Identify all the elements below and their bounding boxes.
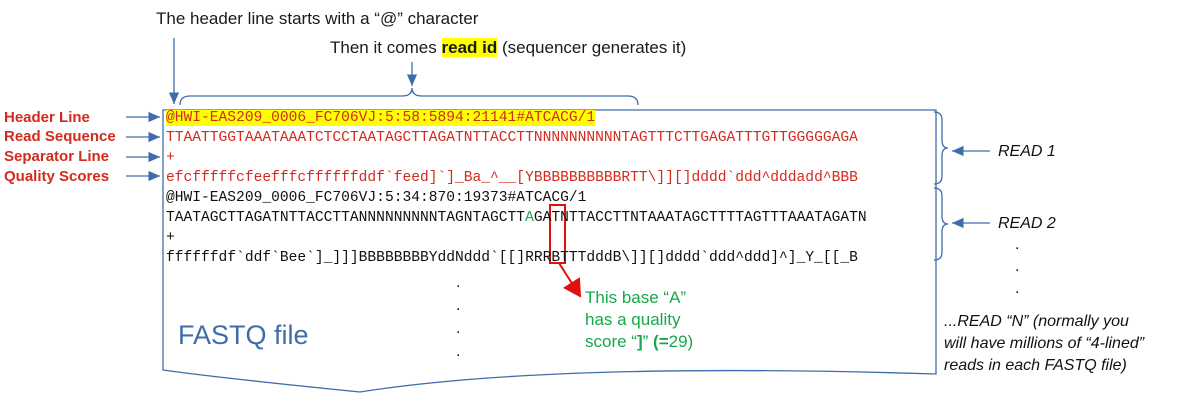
read2-highlight-base: A bbox=[525, 210, 534, 226]
right-dot-2: . bbox=[1015, 258, 1020, 275]
read-id-highlight: read id bbox=[441, 38, 498, 57]
read2-header: @HWI-EAS209_0006_FC706VJ:5:34:870:19373#… bbox=[166, 190, 587, 206]
read-id-prefix: Then it comes bbox=[330, 38, 442, 57]
callout-score-prefix: score “ bbox=[585, 332, 637, 351]
read1-header: @HWI-EAS209_0006_FC706VJ:5:58:5894:21141… bbox=[166, 108, 596, 128]
callout-score-char: ] bbox=[636, 332, 643, 351]
read1-separator: + bbox=[166, 150, 175, 166]
read2-label: READ 2 bbox=[998, 215, 1056, 232]
read2-quality-score: ] bbox=[516, 250, 526, 266]
read-id-note: Then it comes read id (sequencer generat… bbox=[330, 38, 686, 58]
callout-score-number: 29) bbox=[668, 332, 694, 351]
file-dot-4: . bbox=[456, 343, 461, 360]
readn-line-2: will have millions of “4-lined” bbox=[944, 335, 1145, 352]
read1-label: READ 1 bbox=[998, 143, 1056, 160]
read2-quality-after: RRRBTTTdddB\]][]dddd`ddd^ddd]^]_Y_[[_B bbox=[525, 250, 858, 266]
readn-line-1: ...READ “N” (normally you bbox=[944, 313, 1129, 330]
read2-separator: + bbox=[166, 230, 175, 246]
label-quality-scores: Quality Scores bbox=[4, 168, 110, 185]
label-header-line: Header Line bbox=[4, 109, 90, 126]
read1-header-at: @ bbox=[166, 110, 175, 126]
right-dot-1: . bbox=[1015, 236, 1020, 253]
read2-sequence-before: TAATAGCTTAGATNTTACCTTANNNNNNNNNTAGNTAGCT… bbox=[166, 210, 526, 226]
fastq-file-label: FASTQ file bbox=[178, 320, 309, 350]
read1-header-id: HWI-EAS209_0006_FC706VJ:5:58:5894:21141#… bbox=[174, 110, 596, 126]
read2-quality: ffffffdf`ddf`Bee`]_]]]BBBBBBBBYddNddd`[[… bbox=[166, 248, 858, 268]
read1-quality: efcfffffcfeefffcffffffddf`feed]`]_Ba_^__… bbox=[166, 170, 858, 186]
label-separator-line: Separator Line bbox=[4, 148, 110, 165]
callout-arrow bbox=[558, 262, 582, 298]
callout-line-2: has a quality bbox=[585, 310, 681, 329]
read2-sequence-after: GATNTTACCTTNTAAATAGCTTTTAGTTTAAATAGATN bbox=[533, 210, 867, 226]
callout-score-value: (= bbox=[653, 332, 669, 351]
read1-brace bbox=[933, 111, 949, 185]
right-dot-3: . bbox=[1015, 280, 1020, 297]
readn-line-3: reads in each FASTQ file) bbox=[944, 357, 1127, 374]
label-read-sequence: Read Sequence bbox=[4, 128, 116, 145]
read2-sequence: TAATAGCTTAGATNTTACCTTANNNNNNNNNTAGNTAGCT… bbox=[166, 208, 867, 228]
read2-brace bbox=[933, 187, 949, 261]
file-dot-3: . bbox=[456, 320, 461, 337]
read-id-brace bbox=[179, 87, 639, 106]
callout-line-1: This base “A” bbox=[585, 288, 687, 307]
file-dot-2: . bbox=[456, 297, 461, 314]
file-dot-1: . bbox=[456, 274, 461, 291]
read2-quality-before: ffffffdf`ddf`Bee`]_]]]BBBBBBBBYddNddd`[[ bbox=[166, 250, 517, 266]
callout-line-3: score “]” (=29) bbox=[585, 331, 693, 353]
callout-score-mid: ” bbox=[642, 332, 654, 351]
read-id-suffix: (sequencer generates it) bbox=[497, 38, 687, 57]
read1-sequence: TTAATTGGTAAATAAATCTCCTAATAGCTTAGATNTTACC… bbox=[166, 130, 858, 146]
header-char-note: The header line starts with a “@” charac… bbox=[156, 9, 479, 28]
fastq-file-shape bbox=[162, 109, 937, 393]
base-highlight-box bbox=[549, 204, 566, 264]
